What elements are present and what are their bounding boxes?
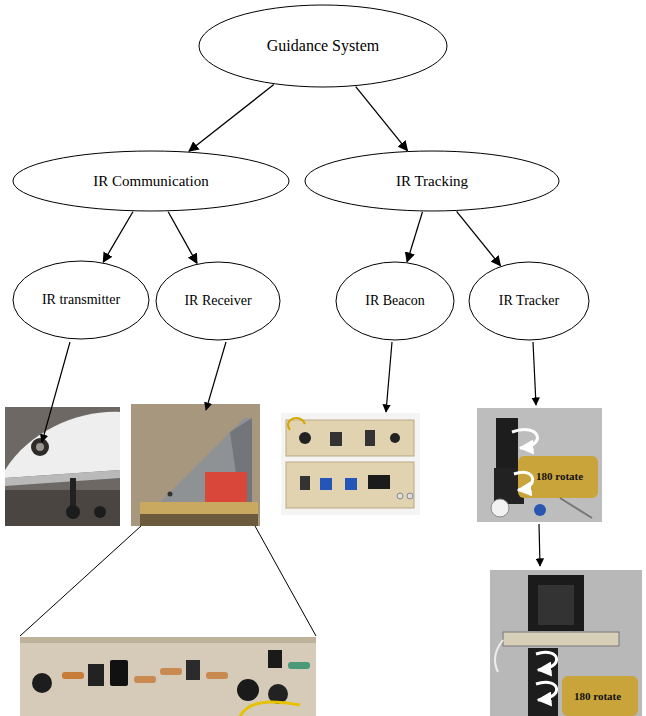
arrow-connector: [168, 212, 197, 264]
leader-arrow: [539, 524, 540, 566]
node-label: IR Tracking: [396, 173, 468, 190]
tracker-photo: [477, 408, 602, 522]
leader-arrow: [42, 342, 70, 442]
receiver-photo: [131, 404, 260, 526]
ellipse-node: Guidance System: [198, 4, 448, 88]
ellipse-node: IR Receiver: [155, 261, 281, 341]
node-label: IR Receiver: [184, 293, 251, 309]
ellipse-node: IR Tracker: [468, 261, 590, 341]
node-label: IR Communication: [93, 173, 208, 190]
photo-annotation: 180 rotate: [574, 690, 621, 702]
ellipse-node: IR Communication: [12, 150, 290, 212]
beacon-photo: [281, 413, 420, 515]
node-label: IR Tracker: [499, 293, 559, 309]
leader-arrow: [533, 342, 536, 405]
zoom-line: [20, 526, 141, 636]
arrow-connector: [356, 87, 408, 151]
ellipse-node: IR Tracking: [304, 150, 560, 212]
arrow-connector: [457, 211, 501, 265]
node-label: IR transmitter: [42, 292, 120, 308]
arrow-connector: [407, 212, 422, 262]
receiver-pcb-photo: [20, 637, 316, 716]
photo-annotation: 180 rotate: [536, 470, 583, 482]
arrow-connector: [189, 85, 274, 152]
ellipse-node: IR transmitter: [12, 260, 150, 340]
transmitter-photo: [5, 407, 120, 526]
node-label: IR Beacon: [365, 293, 424, 309]
tracker-photo: [490, 570, 642, 716]
zoom-line: [255, 526, 316, 636]
leader-arrow: [206, 342, 226, 410]
leader-arrow: [386, 342, 392, 412]
node-label: Guidance System: [267, 37, 379, 55]
ellipse-node: IR Beacon: [335, 261, 455, 341]
arrow-connector: [103, 212, 133, 262]
